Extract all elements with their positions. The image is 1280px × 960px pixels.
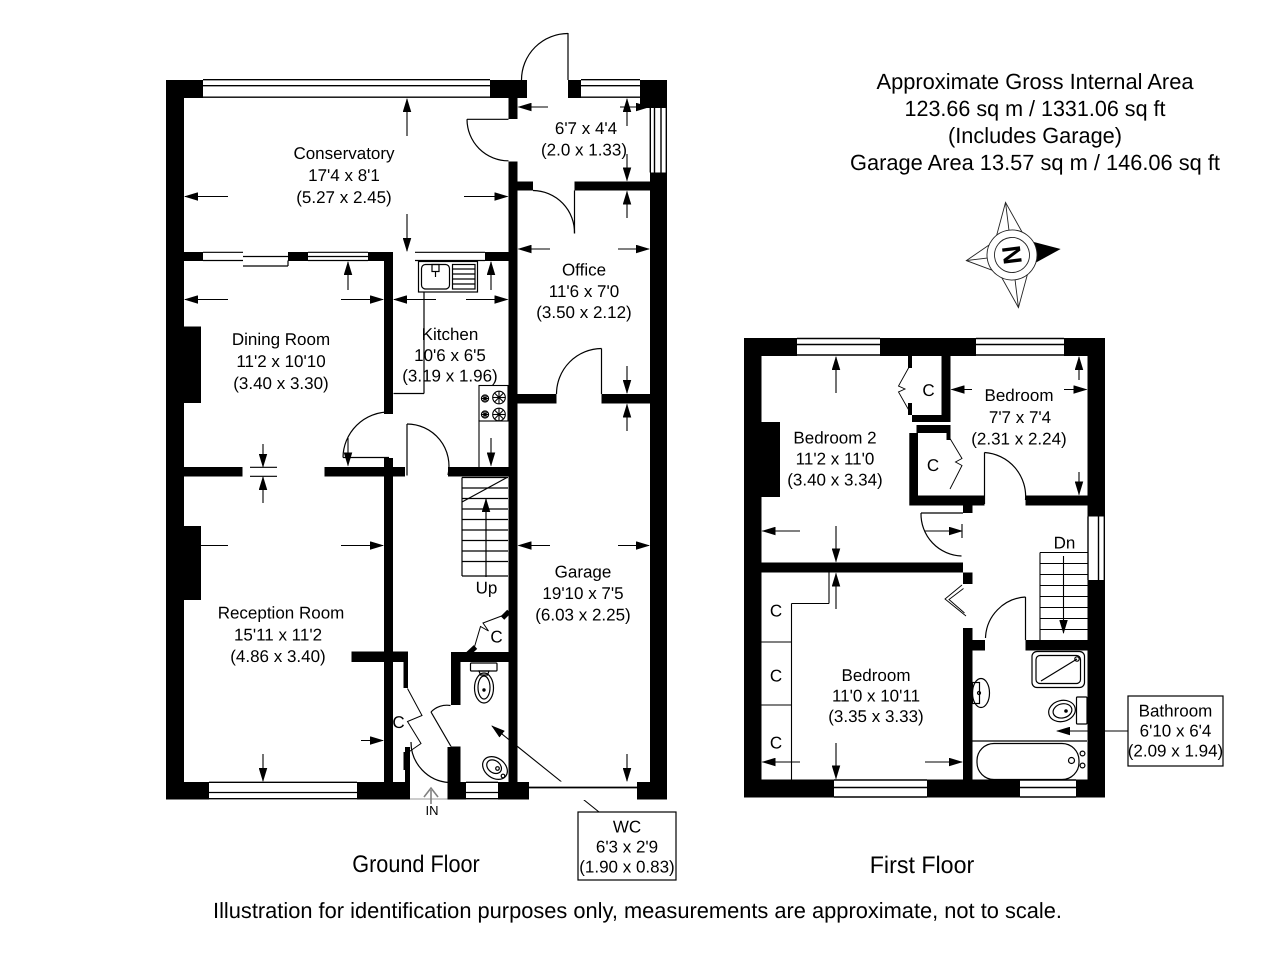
svg-text:(3.50 x 2.12): (3.50 x 2.12) xyxy=(536,303,631,322)
svg-text:(3.40 x 3.30): (3.40 x 3.30) xyxy=(233,374,328,393)
svg-text:Bathroom: Bathroom xyxy=(1139,702,1213,721)
svg-text:Up: Up xyxy=(476,579,498,598)
svg-text:C: C xyxy=(770,734,782,753)
svg-text:123.66 sq m / 1331.06 sq ft: 123.66 sq m / 1331.06 sq ft xyxy=(905,96,1166,121)
svg-text:(3.40 x 3.34): (3.40 x 3.34) xyxy=(787,471,882,490)
svg-text:(2.0 x 1.33): (2.0 x 1.33) xyxy=(541,141,627,160)
svg-text:Conservatory: Conservatory xyxy=(293,144,395,163)
svg-text:C: C xyxy=(770,667,782,686)
svg-text:Dining Room: Dining Room xyxy=(232,330,330,349)
svg-text:Bedroom: Bedroom xyxy=(842,666,911,685)
svg-text:11'2 x 11'0: 11'2 x 11'0 xyxy=(796,450,875,469)
svg-text:(1.90 x 0.83): (1.90 x 0.83) xyxy=(579,858,674,877)
svg-text:C: C xyxy=(490,628,502,647)
svg-text:Reception Room: Reception Room xyxy=(218,604,345,623)
svg-text:(5.27 x 2.45): (5.27 x 2.45) xyxy=(296,188,391,207)
svg-text:11'6 x 7'0: 11'6 x 7'0 xyxy=(549,282,619,301)
svg-text:Kitchen: Kitchen xyxy=(422,325,479,344)
svg-text:11'0 x 10'11: 11'0 x 10'11 xyxy=(832,687,920,706)
svg-text:6'10 x 6'4: 6'10 x 6'4 xyxy=(1140,722,1212,741)
svg-text:Illustration for identificatio: Illustration for identification purposes… xyxy=(213,898,1062,923)
svg-text:Office: Office xyxy=(562,261,606,280)
svg-text:C: C xyxy=(922,381,934,400)
svg-text:Garage Area 13.57 sq m / 146.0: Garage Area 13.57 sq m / 146.06 sq ft xyxy=(850,150,1220,175)
svg-text:17'4 x 8'1: 17'4 x 8'1 xyxy=(308,166,380,185)
svg-text:(4.86 x 3.40): (4.86 x 3.40) xyxy=(230,647,325,666)
svg-text:6'7 x 4'4: 6'7 x 4'4 xyxy=(555,119,617,138)
svg-text:N: N xyxy=(996,244,1028,266)
svg-text:(2.09 x 1.94): (2.09 x 1.94) xyxy=(1128,742,1223,761)
svg-text:Approximate Gross Internal Are: Approximate Gross Internal Area xyxy=(877,69,1195,94)
svg-text:(Includes Garage): (Includes Garage) xyxy=(948,123,1122,148)
svg-text:IN: IN xyxy=(426,803,439,818)
svg-text:(6.03 x 2.25): (6.03 x 2.25) xyxy=(535,606,630,625)
svg-text:Bedroom: Bedroom xyxy=(985,386,1054,405)
svg-text:11'2 x 10'10: 11'2 x 10'10 xyxy=(236,352,325,371)
svg-text:C: C xyxy=(392,713,404,732)
svg-text:Garage: Garage xyxy=(555,563,612,582)
svg-text:(3.35 x 3.33): (3.35 x 3.33) xyxy=(828,707,923,726)
svg-text:15'11 x 11'2: 15'11 x 11'2 xyxy=(234,626,322,645)
svg-text:10'6 x 6'5: 10'6 x 6'5 xyxy=(414,346,486,365)
svg-text:7'7 x 7'4: 7'7 x 7'4 xyxy=(989,408,1051,427)
svg-text:Dn: Dn xyxy=(1054,534,1076,553)
svg-text:Ground Floor: Ground Floor xyxy=(352,851,480,878)
svg-text:Bedroom 2: Bedroom 2 xyxy=(793,429,876,448)
svg-text:WC: WC xyxy=(613,818,641,837)
svg-text:6'3 x 2'9: 6'3 x 2'9 xyxy=(596,838,658,857)
svg-text:First Floor: First Floor xyxy=(870,852,975,879)
svg-text:C: C xyxy=(770,602,782,621)
svg-text:(3.19 x 1.96): (3.19 x 1.96) xyxy=(402,367,497,386)
svg-text:(2.31 x 2.24): (2.31 x 2.24) xyxy=(971,430,1066,449)
svg-text:19'10 x 7'5: 19'10 x 7'5 xyxy=(542,584,623,603)
svg-text:C: C xyxy=(927,456,939,475)
